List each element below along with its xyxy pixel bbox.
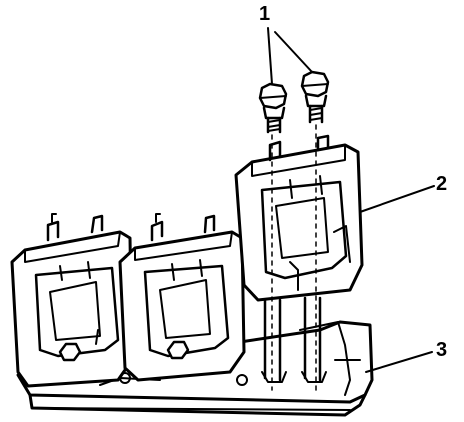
coil-pack-left (10, 213, 134, 388)
bolt-left (258, 82, 288, 134)
leader-1a (267, 27, 273, 85)
coil-pack-middle (118, 213, 246, 382)
bolt-alignment-lines (271, 124, 317, 391)
callout-label-2: 2 (436, 173, 448, 195)
coil-pack-right (234, 134, 364, 383)
leader-lines (267, 27, 435, 373)
bolt-right (300, 70, 330, 124)
leader-2 (359, 185, 435, 213)
leader-1b (274, 31, 313, 73)
callout-label-1: 1 (259, 3, 271, 25)
leader-3 (365, 351, 433, 373)
callout-label-3: 3 (436, 339, 448, 361)
